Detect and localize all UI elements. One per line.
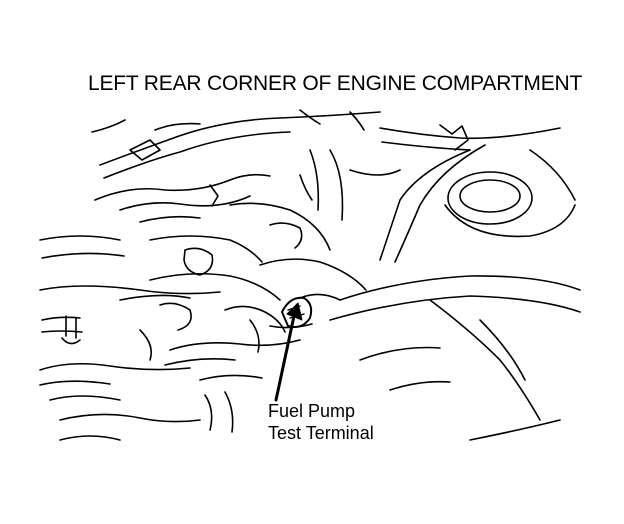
engine-block (94, 149, 367, 333)
callout-line-1: Fuel Pump (268, 401, 356, 421)
callout-line-2: Test Terminal (268, 423, 374, 443)
lower-wiring (139, 319, 301, 433)
callout-label: Fuel Pump Test Terminal (268, 400, 374, 444)
left-hoses (39, 235, 221, 441)
callout-leader (274, 302, 303, 402)
upper-hoses (91, 109, 561, 263)
right-panel (329, 169, 581, 441)
diagram-title: LEFT REAR CORNER OF ENGINE COMPARTMENT (88, 72, 583, 95)
round-cap (444, 149, 576, 238)
